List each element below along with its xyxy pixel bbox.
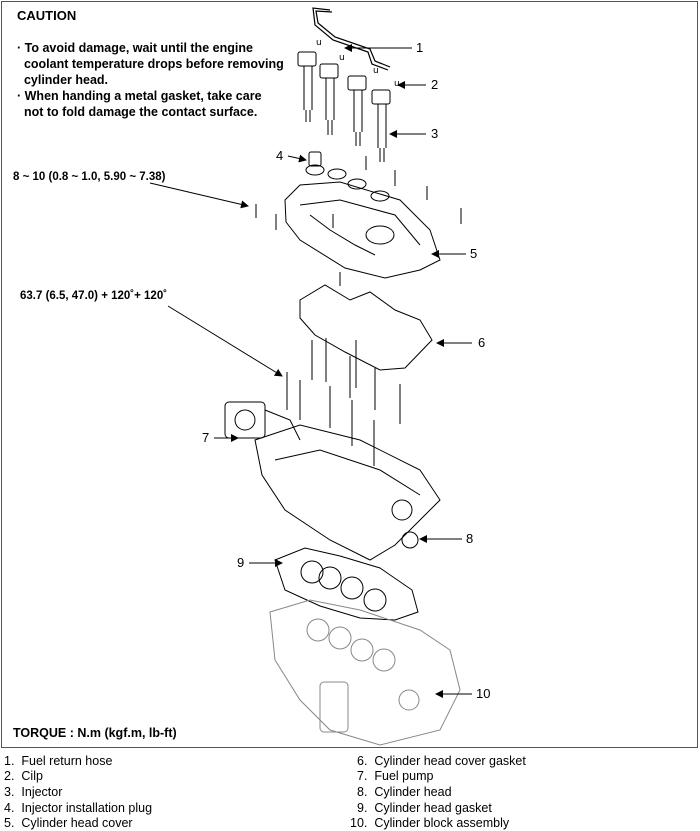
legend-label: Cylinder head cover gasket — [374, 754, 526, 768]
cylinder-head-gasket-part — [274, 547, 419, 621]
callout-3: 3 — [431, 126, 439, 141]
legend-number: 7. — [357, 769, 368, 783]
legend-item-2: 2. Cilp — [4, 768, 43, 784]
legend-item-8: 8. Cylinder head — [357, 784, 452, 800]
svg-text:u: u — [316, 38, 322, 48]
callout-9: 9 — [237, 555, 245, 570]
clip-parts: u u u u — [316, 38, 400, 89]
legend-label: Injector — [21, 785, 63, 799]
svg-text:u: u — [373, 66, 379, 76]
legend-item-7: 7. Fuel pump — [357, 768, 433, 784]
callout-1: 1 — [416, 40, 424, 55]
legend-label: Fuel return hose — [21, 754, 113, 768]
legend-label: Fuel pump — [374, 769, 434, 783]
diagram-frame — [1, 1, 698, 748]
caution-line-3: cylinder head. — [17, 73, 109, 87]
callout-4: 4 — [276, 148, 284, 163]
svg-text:u: u — [339, 53, 345, 63]
legend-number: 3. — [4, 785, 15, 799]
leader-lines — [149, 44, 472, 698]
caution-line-1: · To avoid damage, wait until the engine — [17, 41, 253, 55]
legend-item-1: 1. Fuel return hose — [4, 753, 112, 769]
callout-10: 10 — [476, 686, 491, 701]
callout-6: 6 — [478, 335, 486, 350]
legend-number: 2. — [4, 769, 15, 783]
cylinder-head-part — [254, 424, 441, 561]
callout-2: 2 — [431, 77, 439, 92]
fuel-return-hose-part — [312, 7, 391, 71]
legend-label: Cylinder head gasket — [374, 801, 492, 815]
caution-line-4: · When handing a metal gasket, take care — [17, 89, 262, 103]
exploded-view-illustration: u u u u — [149, 7, 472, 746]
legend-item-3: 3. Injector — [4, 784, 62, 800]
cover-bolt-torque-spec: 8 ~ 10 (0.8 ~ 1.0, 5.90 ~ 7.38) — [13, 171, 166, 183]
callout-5: 5 — [470, 246, 478, 261]
caution-line-5: not to fold damage the contact surface. — [17, 105, 258, 119]
legend-number: 5. — [4, 816, 15, 830]
legend-item-10: 10. Cylinder block assembly — [350, 815, 509, 831]
fuel-pump-part — [224, 401, 301, 441]
injector-plug-parts — [255, 151, 462, 286]
legend-number: 4. — [4, 801, 15, 815]
cylinder-block-part — [269, 599, 461, 746]
legend-label: Cylinder head cover — [21, 816, 133, 830]
legend-item-4: 4. Injector installation plug — [4, 800, 152, 816]
injector-parts — [297, 51, 391, 162]
legend-item-9: 9. Cylinder head gasket — [357, 800, 492, 816]
callout-7: 7 — [202, 430, 210, 445]
legend-number: 9. — [357, 801, 368, 815]
legend-item-6: 6. Cylinder head cover gasket — [357, 753, 526, 769]
head-cover-gasket-part — [299, 284, 433, 371]
cylinder-head-cover-part — [284, 181, 441, 279]
legend-label: Injector installation plug — [21, 801, 153, 815]
legend-label: Cylinder block assembly — [374, 816, 510, 830]
torque-unit-note: TORQUE : N.m (kgf.m, lb-ft) — [13, 726, 177, 740]
legend-label: Cylinder head — [374, 785, 452, 799]
head-bolt-torque-spec: 63.7 (6.5, 47.0) + 120˚+ 120˚ — [20, 290, 168, 302]
legend-number: 1. — [4, 754, 15, 768]
callout-8: 8 — [466, 531, 474, 546]
caution-title: CAUTION — [17, 8, 77, 23]
caution-line-2: coolant temperature drops before removin… — [17, 57, 284, 71]
head-bolt-parts — [286, 338, 401, 466]
legend-number: 6. — [357, 754, 368, 768]
legend-number: 10. — [350, 816, 368, 830]
svg-text:u: u — [394, 79, 400, 89]
legend-label: Cilp — [21, 769, 43, 783]
legend-item-5: 5. Cylinder head cover — [4, 815, 133, 831]
legend-number: 8. — [357, 785, 368, 799]
